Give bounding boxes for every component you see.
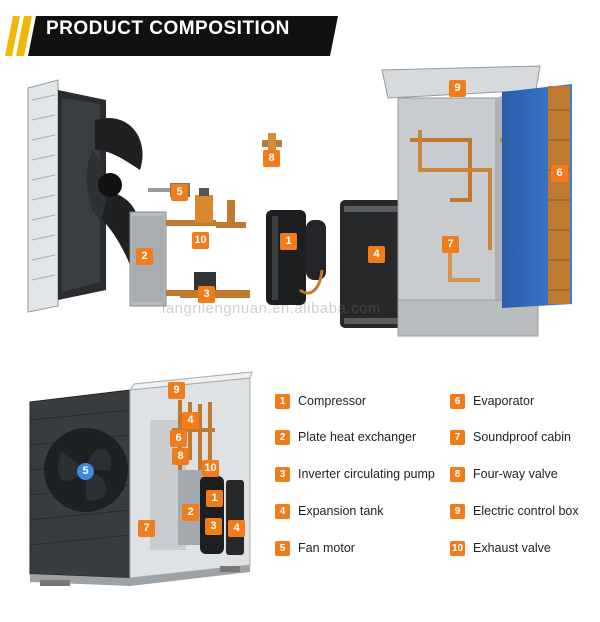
assembled-unit (29, 371, 253, 586)
badge-unit-fan-motor: 5 (77, 463, 94, 480)
pump-part (180, 272, 250, 298)
badge-exhaust-valve: 10 (192, 232, 209, 249)
legend-number: 1 (275, 394, 290, 409)
badge-compressor: 1 (280, 233, 297, 250)
badge-unit-four-way-valve: 8 (172, 448, 189, 465)
fan-grille (27, 79, 59, 313)
legend-label: Expansion tank (298, 504, 384, 518)
badge-fan-motor: 5 (171, 184, 188, 201)
legend-label: Fan motor (298, 541, 355, 555)
legend-label: Evaporator (473, 394, 535, 408)
legend-number: 9 (450, 504, 465, 519)
evaporator-part (502, 84, 572, 308)
page-title: PRODUCT COMPOSITION (46, 18, 290, 39)
legend-number: 6 (450, 394, 465, 409)
four-way-valve-part (262, 133, 282, 161)
badge-unit-exhaust-valve: 10 (202, 460, 219, 477)
legend-label: Four-way valve (473, 467, 558, 481)
legend-number: 4 (275, 504, 290, 519)
badge-unit-plate-exchanger: 2 (182, 504, 199, 521)
badge-electric-control-box: 9 (449, 80, 466, 97)
title-banner (0, 8, 340, 56)
badge-unit-control-box: 9 (168, 382, 185, 399)
badge-unit-expansion-top: 4 (182, 412, 199, 429)
legend-label: Plate heat exchanger (298, 430, 417, 444)
badge-plate-heat-exchanger: 2 (136, 248, 153, 265)
legend-number: 10 (450, 541, 465, 556)
badge-circulating-pump: 3 (198, 286, 215, 303)
badge-soundproof-cabin: 7 (442, 236, 459, 253)
badge-four-way-valve: 8 (263, 150, 280, 167)
badge-unit-evaporator: 6 (170, 430, 187, 447)
fan-blades (86, 118, 143, 265)
badge-unit-pump: 3 (205, 518, 222, 535)
legend-label: Compressor (298, 394, 367, 408)
badge-evaporator: 6 (551, 165, 568, 182)
legend-label: Electric control box (473, 504, 579, 518)
legend-number: 5 (275, 541, 290, 556)
legend-number: 2 (275, 430, 290, 445)
legend-number: 3 (275, 467, 290, 482)
legend-label: Exhaust valve (473, 541, 551, 555)
exhaust-valve-part (195, 188, 246, 228)
badge-unit-soundproof: 7 (138, 520, 155, 537)
badge-unit-compressor: 1 (206, 490, 223, 507)
badge-expansion-tank: 4 (368, 246, 385, 263)
badge-unit-tank: 4 (228, 520, 245, 537)
expansion-tank-part (340, 200, 402, 328)
legend-number: 7 (450, 430, 465, 445)
compressor-part (266, 210, 326, 305)
watermark: langrilengnuan.en.alibaba.com (162, 300, 381, 317)
legend-number: 8 (450, 467, 465, 482)
banner-shape (5, 16, 338, 56)
fan-shroud (58, 90, 106, 300)
legend-label: Soundproof cabin (473, 430, 571, 444)
legend-label: Inverter circulating pump (298, 467, 435, 481)
